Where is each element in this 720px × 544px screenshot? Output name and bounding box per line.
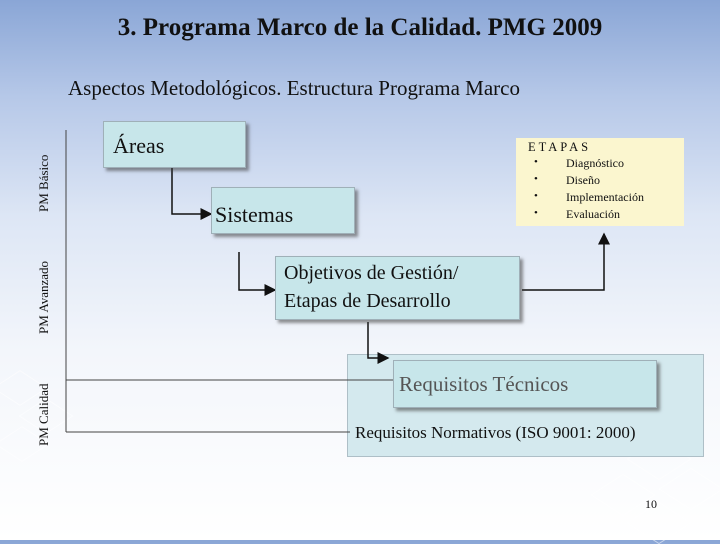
bullet-icon: • — [534, 207, 538, 219]
arrow-areas-sistemas — [171, 166, 213, 220]
arrow-objetivos-requisitos — [367, 322, 390, 364]
page-number: 10 — [645, 497, 657, 511]
box-objetivos: Objetivos de Gestión/ Etapas de Desarrol… — [275, 256, 520, 320]
etapa-item: Evaluación — [566, 207, 620, 221]
slide-subtitle: Aspectos Metodológicos. Estructura Progr… — [68, 76, 520, 100]
etapa-item: Diagnóstico — [566, 156, 624, 170]
box-requisitos-tecnicos: Requisitos Técnicos — [393, 360, 657, 408]
box-sistemas-label: Sistemas — [215, 202, 294, 227]
arrow-sistemas-objetivos — [238, 252, 277, 296]
etapas-heading: ETAPAS — [528, 140, 592, 154]
bullet-icon: • — [534, 190, 538, 202]
bullet-icon: • — [534, 156, 538, 168]
etapa-item: Diseño — [566, 173, 600, 187]
box-areas-label: Áreas — [113, 133, 165, 158]
requisitos-normativos-label: Requisitos Normativos (ISO 9001: 2000) — [355, 423, 636, 442]
bullet-icon: • — [534, 173, 538, 185]
box-areas: Áreas — [103, 121, 246, 168]
arrow-objetivos-etapas — [522, 232, 610, 291]
etapa-item: Implementación — [566, 190, 644, 204]
slide-title: 3. Programa Marco de la Calidad. PMG 200… — [117, 14, 603, 41]
box-sistemas: Sistemas — [211, 187, 355, 234]
box-objetivos-line1: Objetivos de Gestión/ — [284, 262, 459, 284]
requisitos-tecnicos-label: Requisitos Técnicos — [399, 372, 569, 396]
box-objetivos-line2: Etapas de Desarrollo — [284, 290, 451, 312]
etapas-box: ETAPAS • Diagnóstico • Diseño • Implemen… — [516, 138, 684, 226]
